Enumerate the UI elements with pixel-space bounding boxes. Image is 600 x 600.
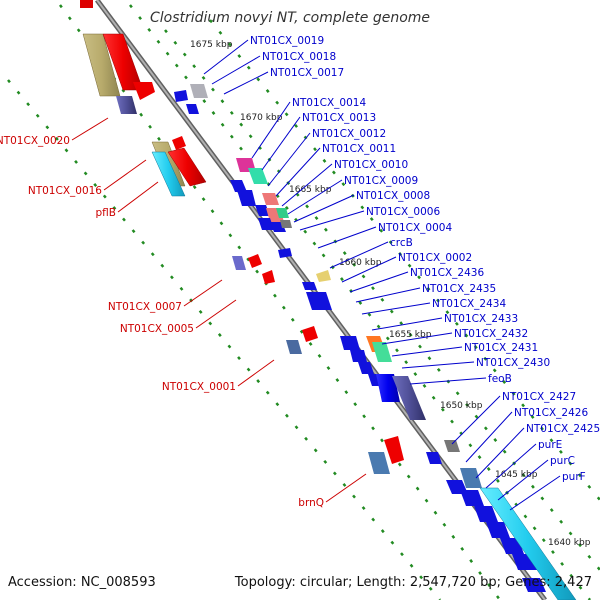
scale-label-1640: 1640 kbp (548, 538, 591, 548)
gene-label-crcb: crcB (390, 237, 413, 249)
right-labels: NT01CX_0019 NT01CX_0018 NT01CX_0017 NT01… (250, 35, 600, 483)
gene-label-nt01cx-2430: NT01CX_2430 (476, 357, 550, 369)
scale-labels: 1675 kbp 1670 kbp 1665 kbp 1660 kbp 1655… (190, 40, 591, 548)
scale-label-1655: 1655 kbp (389, 330, 432, 340)
gene-label-pure: purE (538, 439, 562, 451)
gene-label-nt01cx-0007: NT01CX_0007 (108, 301, 182, 313)
gene-label-nt01cx-0020: NT01CX_0020 (0, 135, 70, 147)
gene-label-nt01cx-0018: NT01CX_0018 (262, 51, 336, 63)
left-labels: NT01CX_0020 NT01CX_0016 pflB NT01CX_0007… (0, 135, 324, 509)
scale-label-1665: 1665 kbp (289, 185, 332, 195)
gene-label-nt01cx-0012: NT01CX_0012 (312, 128, 386, 140)
scale-label-1645: 1645 kbp (495, 470, 538, 480)
gene-label-purc: purC (550, 455, 575, 467)
gene-label-nt01cx-2436: NT01CX_2436 (410, 267, 484, 279)
map-title: Clostridium novyi NT, complete genome (150, 10, 430, 26)
reverse-genes (116, 84, 577, 600)
gene-label-nt01cx-0017: NT01CX_0017 (270, 67, 344, 79)
gene-label-feob: feoB (488, 373, 512, 385)
gene-label-nt01cx-0004: NT01CX_0004 (378, 222, 452, 234)
forward-genes (80, 0, 404, 464)
gene-label-nt01cx-0001: NT01CX_0001 (162, 381, 236, 393)
gene-label-nt01cx-2432: NT01CX_2432 (454, 328, 528, 340)
left-label-leaders (71, 117, 367, 503)
gene-label-nt01cx-0005: NT01CX_0005 (120, 323, 194, 335)
gene-label-nt01cx-2435: NT01CX_2435 (422, 283, 496, 295)
gene-label-brnq: brnQ (298, 497, 324, 509)
gene-label-nt01cx-2427: NT01CX_2427 (502, 391, 576, 403)
gene-label-nt01cx-0006: NT01CX_0006 (366, 206, 440, 218)
gene-label-nt01cx-0010: NT01CX_0010 (334, 159, 408, 171)
gene-label-purf: purF (562, 471, 586, 483)
genome-summary-text: Topology: circular; Length: 2,547,720 bp… (234, 575, 592, 590)
gene-label-pflb: pflB (96, 207, 116, 219)
gene-label-nt01cx-0002: NT01CX_0002 (398, 252, 472, 264)
gene-label-nt01cx-0019: NT01CX_0019 (250, 35, 324, 47)
accession-text: Accession: NC_008593 (8, 575, 156, 590)
gene-label-nt01cx-0016: NT01CX_0016 (28, 185, 102, 197)
scale-label-1660: 1660 kbp (339, 258, 382, 268)
gene-label-nt01cx-0013: NT01CX_0013 (302, 112, 376, 124)
gene-label-nt01cx-0008: NT01CX_0008 (356, 190, 430, 202)
gene-label-nt01cx-2431: NT01CX_2431 (464, 342, 538, 354)
scale-label-1650: 1650 kbp (440, 401, 483, 411)
scale-label-1675: 1675 kbp (190, 40, 233, 50)
gene-label-nt01cx-2426: NT01CX_2426 (514, 407, 588, 419)
scale-label-1670: 1670 kbp (240, 113, 283, 123)
gene-label-nt01cx-0014: NT01CX_0014 (292, 97, 366, 109)
scale-guides (7, 4, 600, 600)
right-label-leaders (203, 39, 561, 511)
gene-label-nt01cx-0011: NT01CX_0011 (322, 143, 396, 155)
gene-label-nt01cx-2433: NT01CX_2433 (444, 313, 518, 325)
gene-label-nt01cx-2434: NT01CX_2434 (432, 298, 506, 310)
gene-label-nt01cx-0009: NT01CX_0009 (344, 175, 418, 187)
gene-label-nt01cx-2425: NT01CX_2425 (526, 423, 600, 435)
